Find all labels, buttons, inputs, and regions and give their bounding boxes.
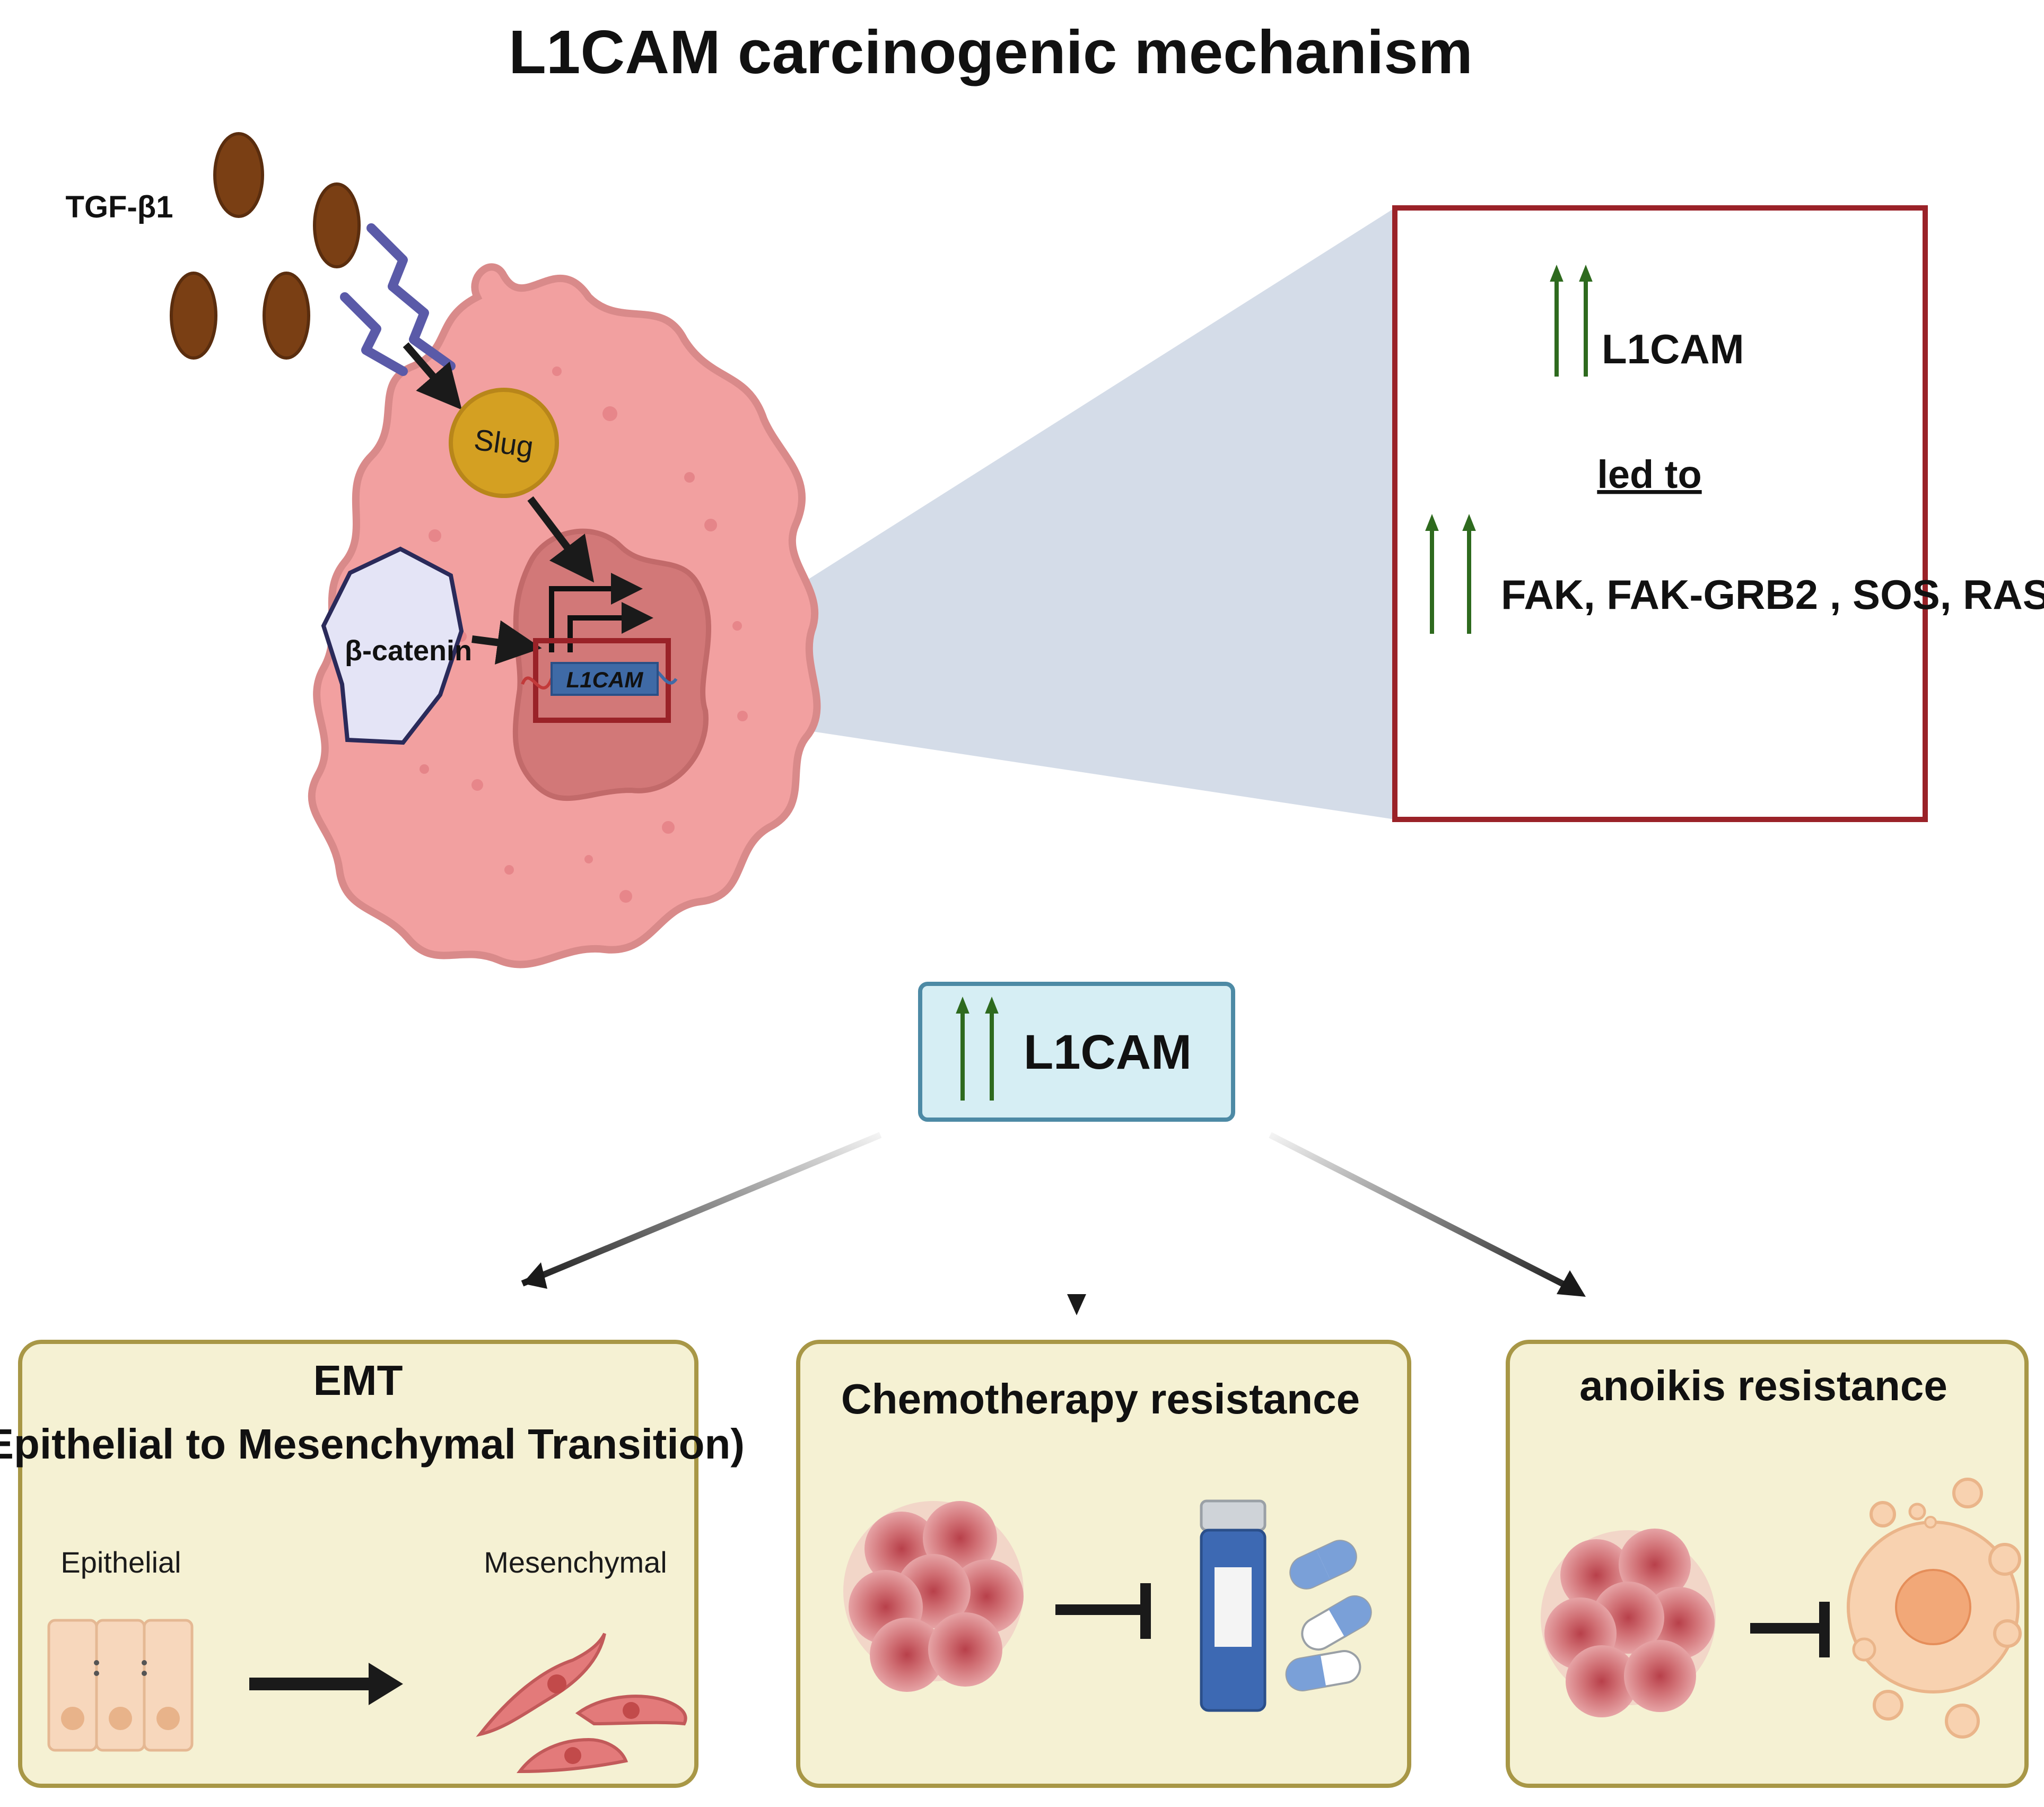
- up-arrow-icon: [1425, 514, 1476, 634]
- mesenchymal-cells-icon: [476, 1633, 687, 1774]
- beta-catenin-label: β-catenin: [345, 635, 472, 667]
- pill-bottle-icon: [1200, 1499, 1266, 1712]
- capsule-icon: [1285, 1540, 1372, 1691]
- emt-transition-arrow: [249, 1663, 403, 1705]
- tgf-receptor: [340, 223, 456, 376]
- emt-subtitle: (Epithelial to Mesenchymal Transition): [0, 1420, 745, 1468]
- tgf-beta1-ligands: [170, 132, 361, 360]
- arrow-to-emt-head: [522, 1262, 547, 1289]
- tumor-cluster-icon: [843, 1501, 1024, 1692]
- arrow-to-anoikis: [1269, 1132, 1579, 1295]
- up-arrow-icon: [956, 997, 999, 1101]
- epithelial-cells-icon: [47, 1619, 194, 1752]
- center-label: L1CAM: [1024, 1025, 1192, 1079]
- slug-label: Slug: [472, 423, 536, 464]
- tumor-cluster-icon: [1541, 1529, 1716, 1717]
- zoom-connector: led to: [1597, 452, 1701, 496]
- dying-cell-icon: [1847, 1478, 2022, 1739]
- arrow-to-chemo-head: [1067, 1294, 1086, 1315]
- zoom-targets: FAK, FAK-GRB2 , SOS, RAS: [1501, 571, 2044, 618]
- tgf-beta1-label: TGF-β1: [66, 190, 173, 224]
- l1cam-gene: L1CAM: [521, 638, 678, 723]
- center-l1cam-box: [918, 982, 1235, 1122]
- mesenchymal-label: Mesenchymal: [484, 1546, 667, 1579]
- zoom-box: [1392, 205, 1928, 822]
- arrow-to-emt: [521, 1132, 882, 1287]
- zoom-cone: [658, 208, 1395, 819]
- chemo-title: Chemotherapy resistance: [841, 1375, 1360, 1422]
- inhibit-icon: [1055, 1583, 1151, 1639]
- figure-title: L1CAM carcinogenic mechanism: [509, 18, 1473, 86]
- arrow-to-anoikis-head: [1557, 1270, 1586, 1297]
- slug-node: [449, 388, 559, 498]
- receptor-to-slug-arrow: [403, 342, 462, 410]
- inhibit-icon: [1750, 1602, 1830, 1657]
- slug-to-gene-arrow: [527, 496, 595, 583]
- up-arrow-icon: [1550, 265, 1593, 377]
- epithelial-label: Epithelial: [60, 1546, 181, 1579]
- beta-catenin-node: [321, 546, 464, 745]
- emt-title: EMT: [313, 1357, 403, 1404]
- cancer-cell: [308, 263, 821, 968]
- anoikis-title: anoikis resistance: [1579, 1362, 1947, 1409]
- beta-catenin-to-gene-arrow: [471, 620, 542, 665]
- zoom-top-label: L1CAM: [1602, 326, 1744, 372]
- gene-label: L1CAM: [566, 667, 644, 692]
